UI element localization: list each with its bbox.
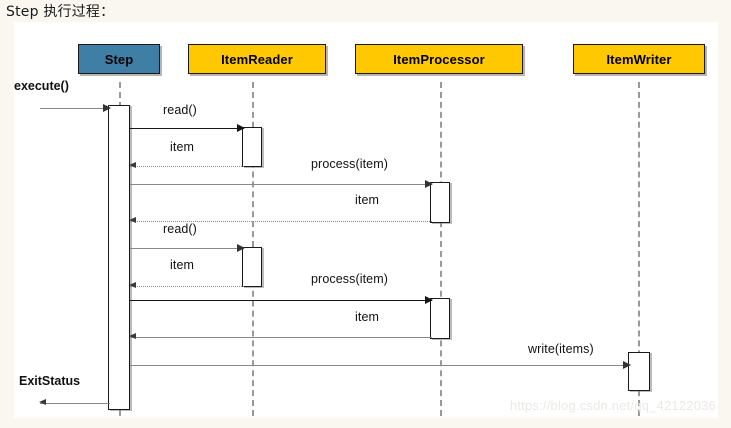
activation-itemwriter-1	[628, 352, 650, 391]
participant-itemprocessor[interactable]: ItemProcessor	[355, 44, 523, 74]
message-exitstatus-line	[40, 403, 110, 404]
arrowhead-left-icon	[39, 399, 46, 405]
arrowhead-left-icon	[129, 217, 136, 223]
participant-itemreader-label: ItemReader	[221, 51, 293, 67]
message-label-item-3: item	[170, 258, 195, 272]
participant-itemwriter[interactable]: ItemWriter	[573, 44, 705, 74]
message-label-execute: execute()	[14, 79, 69, 93]
arrowhead-right-icon	[237, 124, 245, 132]
message-item-return-4-line	[130, 337, 432, 338]
message-write-line	[130, 365, 630, 366]
activation-itemreader-2	[242, 247, 262, 287]
activation-step	[108, 105, 130, 410]
arrowhead-right-icon	[425, 180, 433, 188]
message-item-return-2-line	[130, 221, 432, 222]
arrowhead-right-icon	[237, 244, 245, 252]
arrowhead-right-icon	[103, 104, 111, 112]
page-title: Step 执行过程：	[6, 4, 115, 20]
message-read-2-line	[130, 248, 244, 249]
message-label-item-4: item	[355, 310, 380, 324]
participant-itemreader[interactable]: ItemReader	[188, 44, 326, 74]
arrowhead-left-icon	[129, 162, 136, 168]
activation-itemprocessor-2	[430, 298, 450, 339]
message-label-item-1: item	[170, 140, 195, 154]
message-item-return-3-line	[130, 286, 244, 287]
activation-itemreader-1	[242, 127, 262, 167]
message-execute-line	[40, 108, 110, 109]
arrowhead-left-icon	[129, 333, 136, 339]
message-label-write: write(items)	[528, 342, 594, 356]
message-label-item-2: item	[355, 193, 380, 207]
lifeline-itemwriter	[638, 82, 640, 416]
participant-itemwriter-label: ItemWriter	[606, 51, 672, 67]
message-label-read-2: read()	[163, 222, 197, 236]
message-label-read-1: read()	[163, 103, 197, 117]
message-process-2-line	[130, 300, 432, 301]
participant-step-label: Step	[104, 51, 134, 67]
message-label-process-2: process(item)	[311, 272, 389, 286]
activation-itemprocessor-1	[430, 182, 450, 223]
message-read-1-line	[130, 128, 244, 129]
lifeline-itemprocessor	[440, 82, 442, 416]
participant-step[interactable]: Step	[78, 44, 160, 74]
message-process-1-line	[130, 184, 432, 185]
participant-itemprocessor-label: ItemProcessor	[393, 51, 485, 67]
message-label-process-1: process(item)	[311, 157, 389, 171]
sequence-diagram-canvas: Step ItemReader ItemProcessor ItemWriter…	[14, 22, 718, 418]
watermark: https://blog.csdn.net/qq_42122036	[509, 398, 716, 413]
arrowhead-right-icon	[425, 296, 433, 304]
message-item-return-1-line	[130, 166, 244, 167]
arrowhead-right-icon	[623, 361, 631, 369]
arrowhead-left-icon	[129, 282, 136, 288]
message-label-exitstatus: ExitStatus	[19, 374, 81, 388]
